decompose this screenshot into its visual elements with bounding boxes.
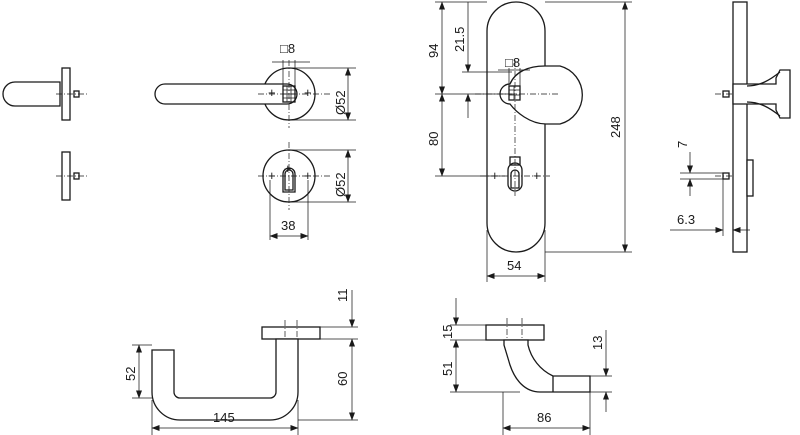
- front-view-long-plate: + + 94 80 21.5 □8 248 54: [426, 1, 632, 282]
- dim-rose-square: □8: [280, 41, 295, 56]
- dim-plate-square: □8: [505, 55, 520, 70]
- dim-rose-dia-2: Ø52: [333, 172, 348, 197]
- svg-text:+: +: [304, 168, 312, 183]
- side-view-rose-lever: [2, 67, 88, 121]
- svg-text:+: +: [491, 168, 499, 183]
- dim-plate-94: 94: [426, 44, 441, 58]
- dim-handle-52: 52: [123, 367, 138, 381]
- dim-knob-51: 51: [440, 362, 455, 376]
- svg-text:+: +: [268, 168, 276, 183]
- dim-handle-60: 60: [335, 372, 350, 386]
- front-view-lever-rose: + + □8 Ø52: [154, 41, 356, 128]
- dim-side-7: 7: [675, 141, 690, 148]
- dim-plate-21-5: 21.5: [452, 27, 467, 52]
- svg-text:+: +: [284, 161, 292, 176]
- side-view-plate: 7 6.3: [670, 1, 791, 253]
- dim-knob-15: 15: [440, 325, 455, 339]
- front-view-cylinder-rose: + + + Ø52 38: [258, 142, 356, 240]
- dim-side-6-3: 6.3: [677, 212, 695, 227]
- svg-text:+: +: [304, 85, 312, 100]
- svg-text:+: +: [268, 85, 276, 100]
- dim-plate-80: 80: [426, 132, 441, 146]
- dim-plate-width: 54: [507, 258, 521, 273]
- side-view-rose-cylinder: [56, 151, 88, 201]
- dim-handle-11: 11: [335, 289, 350, 303]
- dim-plate-height: 248: [608, 116, 623, 138]
- dim-rose-width: 38: [281, 218, 295, 233]
- top-view-lever: 11 60 52 145: [123, 289, 358, 435]
- svg-text:+: +: [533, 168, 541, 183]
- dim-knob-13: 13: [590, 336, 605, 350]
- dim-rose-dia-1: Ø52: [333, 90, 348, 115]
- top-view-knob: 15 51 13 86: [440, 298, 612, 435]
- dim-handle-length: 145: [213, 410, 235, 425]
- dim-knob-length: 86: [537, 410, 551, 425]
